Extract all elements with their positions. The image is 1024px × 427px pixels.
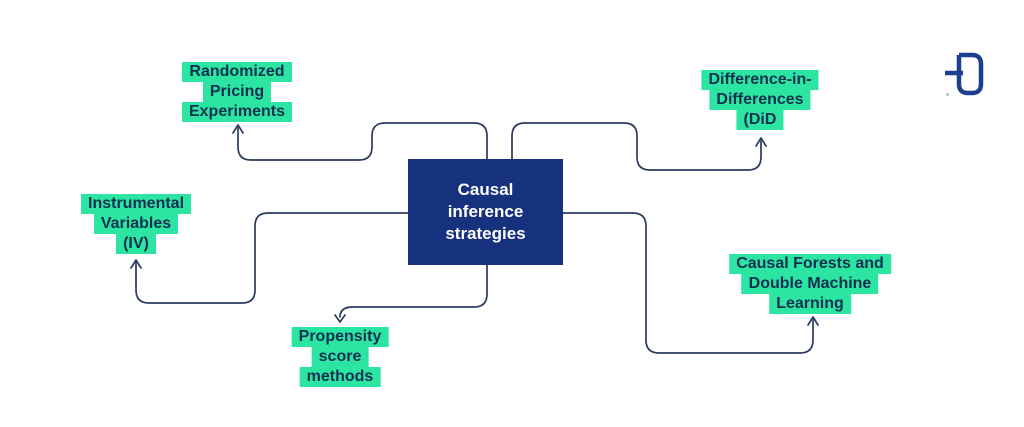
brand-logo-icon [945,52,984,96]
node-line: Instrumental [80,194,192,214]
center-node-line: inference [447,202,524,221]
node-propensity-score-methods: Propensity score methods [291,327,389,387]
connector-causal-forests-dml [561,212,819,354]
node-line: Causal Forests and [729,254,891,274]
brand-logo [935,45,995,105]
connector-difference-in-differences [511,122,767,171]
connector-randomized-pricing-experiments [232,122,488,161]
node-line: (DiD [736,110,784,130]
node-line: score [311,347,369,367]
node-line: Difference-in- [701,70,819,90]
node-line: Pricing [202,82,272,102]
center-node-line: strategies [445,224,526,243]
connector-instrumental-variables [130,212,410,304]
node-line: (IV) [116,234,156,254]
node-line: Variables [93,214,179,234]
center-node-line: Causal [457,180,514,199]
node-line: Experiments [181,102,293,122]
node-line: Double Machine [741,274,879,294]
node-line: Learning [769,294,851,314]
connector-propensity-score-methods [334,264,488,323]
node-line: Randomized [182,62,292,82]
registered-mark-dot [946,93,949,96]
node-randomized-pricing-experiments: Randomized Pricing Experiments [181,62,293,122]
node-line: Differences [709,90,811,110]
node-causal-forests-dml: Causal Forests and Double Machine Learni… [729,254,891,314]
node-difference-in-differences: Difference-in- Differences (DiD [701,70,819,130]
node-line: Propensity [291,327,389,347]
center-node-causal-inference-strategies: Causal inference strategies [408,159,563,265]
node-line: methods [299,367,381,387]
node-instrumental-variables: Instrumental Variables (IV) [80,194,192,254]
